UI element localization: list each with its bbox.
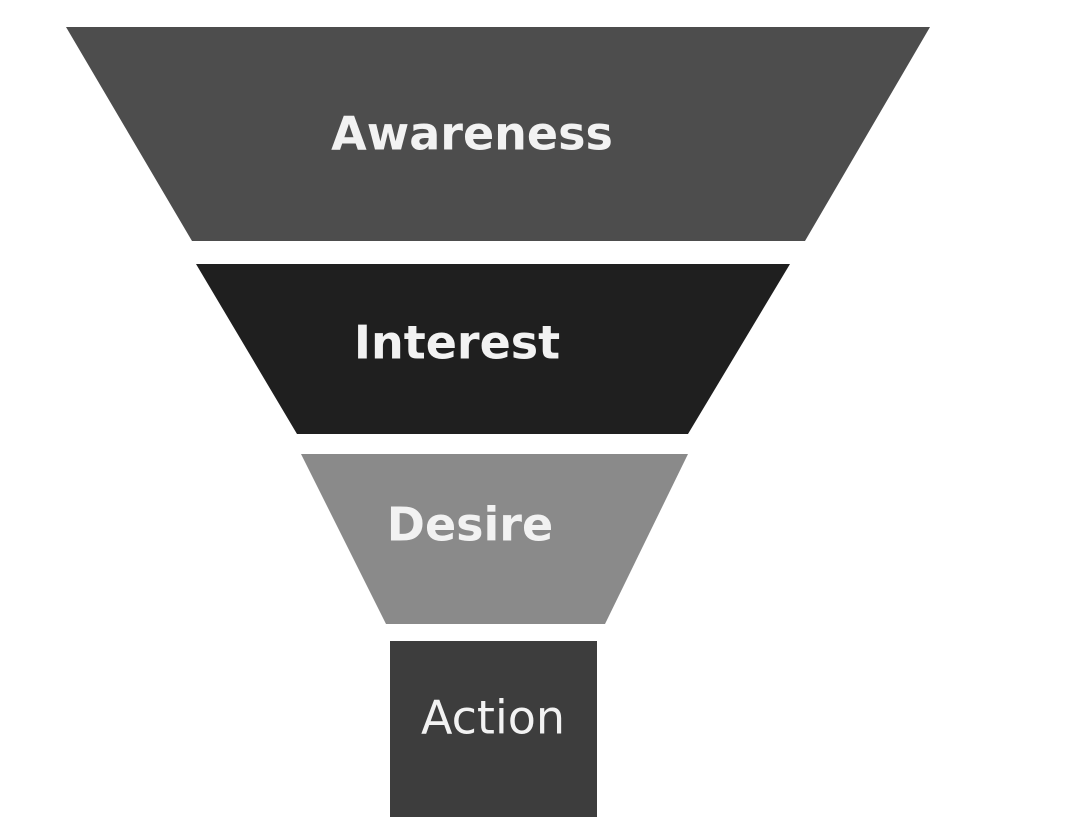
- stage-awareness-label: Awareness: [331, 107, 613, 161]
- stage-awareness-shape: [66, 27, 930, 241]
- stage-action-shape: [390, 641, 597, 817]
- stage-desire-shape: [301, 454, 688, 624]
- stage-interest-shape: [196, 264, 790, 434]
- stage-desire-label: Desire: [387, 498, 553, 552]
- stage-action-label: Action: [421, 691, 565, 745]
- stage-interest-label: Interest: [354, 316, 560, 370]
